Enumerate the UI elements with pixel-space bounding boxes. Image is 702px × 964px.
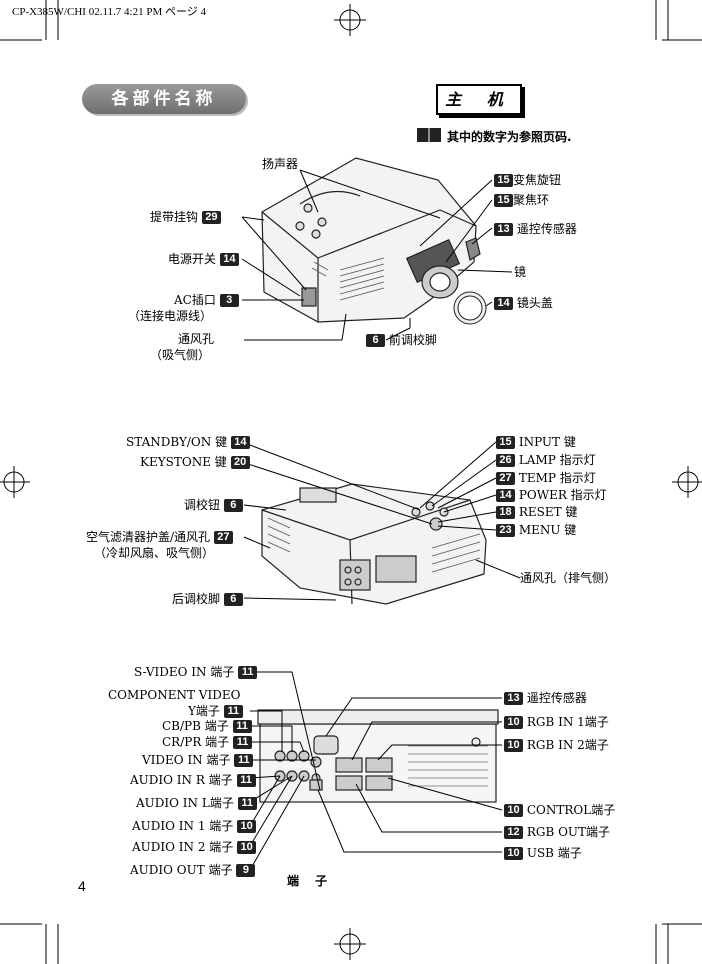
page-badge: 15 xyxy=(496,436,515,449)
page-badge: 26 xyxy=(496,454,515,467)
book-icon xyxy=(417,128,441,142)
tab-title: 主 机 xyxy=(436,84,522,115)
terminals-caption: 端 子 xyxy=(287,874,334,888)
label-audio-1: AUDIO IN 1 端子 10 xyxy=(132,819,257,833)
label-comp-cr: CR/PR 端子 11 xyxy=(162,735,253,749)
page-badge: 20 xyxy=(230,456,250,469)
page-badge: 15 xyxy=(494,194,513,207)
page-badge: 27 xyxy=(213,531,233,544)
page-number: 4 xyxy=(78,878,86,894)
page-badge: 29 xyxy=(201,211,221,224)
page-badge: 6 xyxy=(223,499,243,512)
label-power: 14 POWER 指示灯 xyxy=(496,488,607,502)
label-menu: 23 MENU 键 xyxy=(496,523,576,537)
page-badge: 13 xyxy=(494,223,513,236)
page-badge: 6 xyxy=(223,593,243,606)
label-rgb-in-2: 10 RGB IN 2端子 xyxy=(504,738,609,752)
label-adjust-button: 调校钮 6 xyxy=(184,498,243,512)
page-badge: 14 xyxy=(230,436,250,449)
label-comp-y: Y端子 11 xyxy=(188,704,243,718)
page-badge: 13 xyxy=(504,692,523,705)
page-badge: 12 xyxy=(504,826,523,839)
label-vent-intake: 通风孔 xyxy=(178,332,215,346)
label-ac-inlet-sub: （连接电源线） xyxy=(128,309,213,323)
label-power-switch: 电源开关 14 xyxy=(168,252,239,266)
page-reference-note: 其中的数字为参照页码. xyxy=(447,130,572,144)
page-badge: 11 xyxy=(238,666,258,679)
label-control: 10 CONTROL端子 xyxy=(504,803,615,817)
page-badge: 9 xyxy=(236,864,256,877)
label-vent-intake-sub: （吸气侧） xyxy=(150,348,211,362)
label-filter-sub: （冷却风扇、吸气侧） xyxy=(94,546,215,560)
page-badge: 14 xyxy=(496,489,515,502)
label-input: 15 INPUT 键 xyxy=(496,435,576,449)
page-badge: 10 xyxy=(237,841,257,854)
lens-cap-illustration xyxy=(453,291,487,325)
page-badge: 27 xyxy=(496,472,515,485)
label-keystone: KEYSTONE 键 20 xyxy=(140,455,250,469)
label-audio-out: AUDIO OUT 端子 9 xyxy=(130,863,256,877)
projector-front-illustration xyxy=(261,157,481,328)
label-standby: STANDBY/ON 键 14 xyxy=(126,435,250,449)
label-front-foot: 6 前调校脚 xyxy=(366,333,437,347)
label-lamp: 26 LAMP 指示灯 xyxy=(496,453,596,467)
label-audio-l: AUDIO IN L端子 11 xyxy=(136,796,257,810)
label-remote-sensor-2: 13 遥控传感器 xyxy=(504,691,587,705)
page-badge: 10 xyxy=(504,804,523,817)
page-badge: 14 xyxy=(494,297,513,310)
label-speaker: 扬声器 xyxy=(262,157,299,171)
page-badge: 18 xyxy=(496,506,515,519)
page-badge: 11 xyxy=(237,797,257,810)
page-badge: 11 xyxy=(236,774,256,787)
label-lens: 镜 xyxy=(514,265,527,279)
label-rgb-out: 12 RGB OUT端子 xyxy=(504,825,610,839)
page-badge: 11 xyxy=(223,705,243,718)
label-rear-foot: 后调校脚 6 xyxy=(172,592,243,606)
page-badge: 14 xyxy=(219,253,239,266)
label-video-in: VIDEO IN 端子 11 xyxy=(142,753,254,767)
label-svideo: S-VIDEO IN 端子 11 xyxy=(134,665,258,679)
label-component: COMPONENT VIDEO xyxy=(108,688,241,702)
label-comp-cb: CB/PB 端子 11 xyxy=(162,719,252,733)
label-temp: 27 TEMP 指示灯 xyxy=(496,471,596,485)
leader-lines-front xyxy=(241,169,513,341)
page-badge: 6 xyxy=(366,334,385,347)
label-ac-inlet: AC插口 3 xyxy=(174,293,239,307)
terminal-panel-illustration xyxy=(257,709,499,803)
page-badge: 11 xyxy=(232,720,252,733)
section-title: 各部件名称 xyxy=(82,84,246,114)
page-badge: 23 xyxy=(496,524,515,537)
label-lens-cap: 14 镜头盖 xyxy=(494,296,553,310)
projector-rear-illustration xyxy=(261,483,487,605)
page-badge: 3 xyxy=(219,294,239,307)
page-badge: 10 xyxy=(504,716,523,729)
page-badge: 10 xyxy=(237,820,257,833)
label-audio-2: AUDIO IN 2 端子 10 xyxy=(132,840,257,854)
page-badge: 10 xyxy=(504,847,523,860)
leader-lines-terminals xyxy=(249,671,503,871)
label-remote-sensor: 13 遥控传感器 xyxy=(494,222,577,236)
label-strap-hook: 提带挂钩 29 xyxy=(150,210,221,224)
label-reset: 18 RESET 键 xyxy=(496,505,577,519)
print-header: CP-X385W/CHI 02.11.7 4:21 PM ページ 4 xyxy=(12,6,207,18)
page-badge: 11 xyxy=(233,736,253,749)
leader-lines-rear xyxy=(241,441,521,601)
label-audio-r: AUDIO IN R 端子 11 xyxy=(130,773,256,787)
label-usb: 10 USB 端子 xyxy=(504,846,582,860)
label-filter: 空气滤清器护盖/通风孔 27 xyxy=(86,530,233,544)
label-vent-exhaust: 通风孔（排气侧） xyxy=(520,571,617,585)
label-rgb-in-1: 10 RGB IN 1端子 xyxy=(504,715,609,729)
page-badge: 10 xyxy=(504,739,523,752)
page-badge: 15 xyxy=(494,174,513,187)
page-badge: 11 xyxy=(234,754,254,767)
